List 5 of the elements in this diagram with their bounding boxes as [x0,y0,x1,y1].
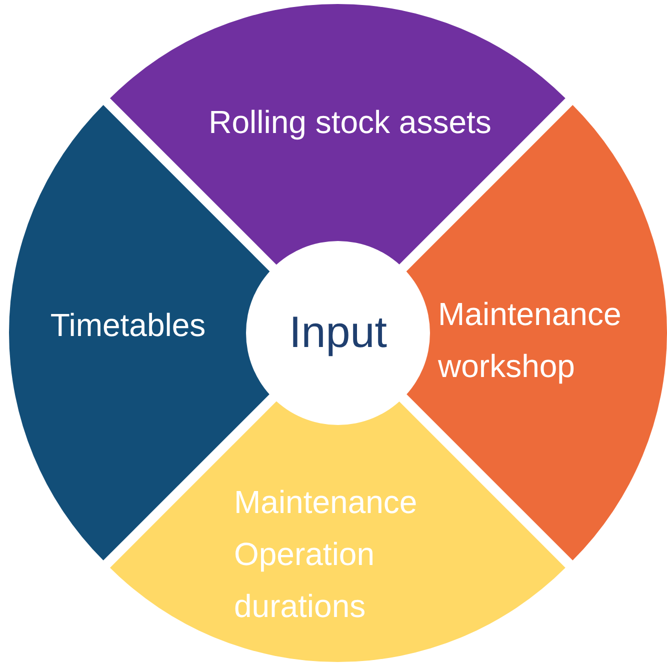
segment-label: Timetables [49,306,207,345]
center-label: Input [289,308,387,358]
segment-label: Maintenance Operation durations [234,483,418,626]
segment-label: Rolling stock assets [208,103,492,142]
segment-label: Maintenance workshop [438,294,622,386]
